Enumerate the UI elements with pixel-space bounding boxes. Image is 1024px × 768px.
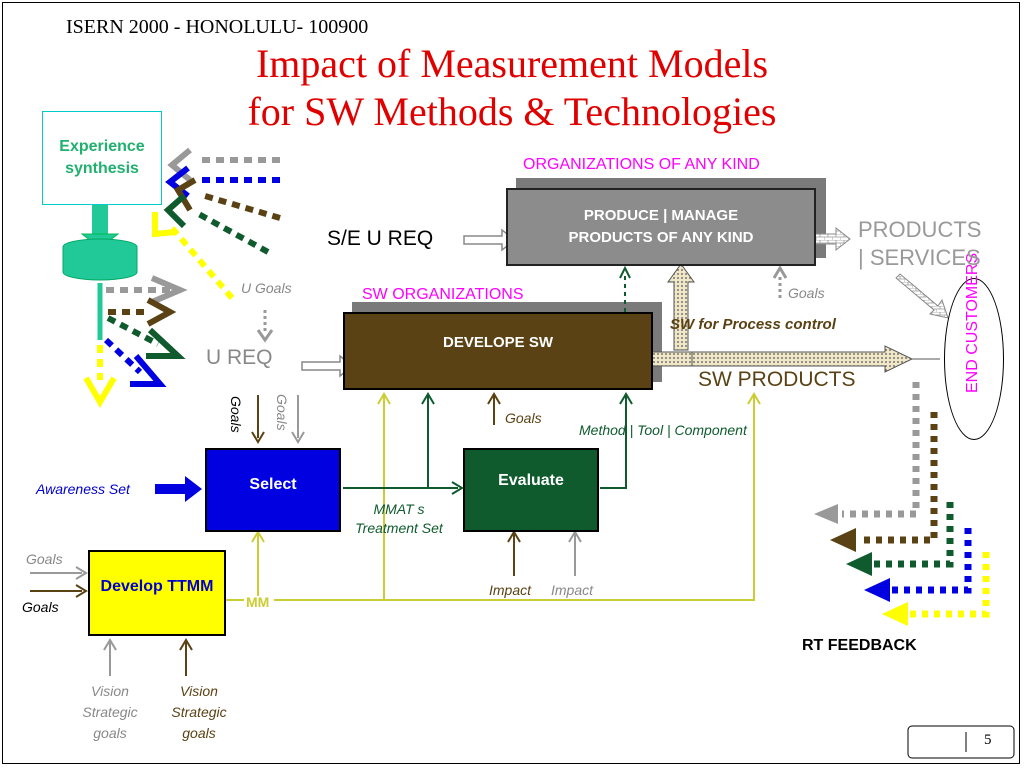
sw-process-control-label: SW for Process control bbox=[670, 316, 836, 333]
org-any-kind-label: ORGANIZATIONS OF ANY KIND bbox=[523, 156, 760, 173]
vision-gray-line-3: goals bbox=[93, 725, 127, 741]
rt-feedback-label: RT FEEDBACK bbox=[802, 637, 917, 654]
mmat-line-2: Treatment Set bbox=[355, 520, 443, 536]
develop-ttmm-box: Develop TTMM bbox=[88, 550, 226, 636]
select-box: Select bbox=[205, 448, 341, 532]
sw-organizations-label: SW ORGANIZATIONS bbox=[362, 286, 524, 303]
goals-gray-vertical: Goals bbox=[274, 394, 290, 431]
mmat-line-1: MMAT s bbox=[373, 501, 425, 517]
awareness-set-label: Awareness Set bbox=[36, 481, 130, 497]
slide-title: Impact of Measurement Models for SW Meth… bbox=[0, 40, 1024, 136]
title-line-1: Impact of Measurement Models bbox=[255, 41, 769, 86]
vision-gray-line-2: Strategic bbox=[82, 704, 138, 720]
experience-synthesis-box: Experience synthesis bbox=[42, 111, 162, 205]
slide-header: ISERN 2000 - HONOLULU- 100900 bbox=[66, 16, 369, 38]
goals-left-black-label: Goals bbox=[22, 599, 59, 615]
produce-line-2: PRODUCTS OF ANY KIND bbox=[568, 229, 754, 246]
develope-sw-box: DEVELOPE SW bbox=[343, 312, 653, 390]
goals-brown-vertical: Goals bbox=[228, 396, 244, 433]
se-ureq-label: S/E U REQ bbox=[327, 227, 434, 250]
experience-db bbox=[62, 247, 138, 281]
goals-left-gray-label: Goals bbox=[26, 551, 63, 567]
page-number-frame bbox=[907, 725, 1015, 759]
vision-brown-line-1: Vision bbox=[180, 683, 218, 699]
produce-manage-box: PRODUCE | MANAGE PRODUCTS OF ANY KIND bbox=[506, 188, 816, 266]
goals-right-label: Goals bbox=[788, 285, 825, 301]
evaluate-box: Evaluate bbox=[463, 448, 599, 532]
vision-brown-line-2: Strategic bbox=[171, 704, 227, 720]
products-services-label: PRODUCTS | SERVICES bbox=[858, 216, 981, 272]
impact-brown-label: Impact bbox=[489, 582, 532, 598]
page-number: 5 bbox=[984, 732, 992, 748]
vision-brown-line-3: goals bbox=[182, 725, 216, 741]
vision-brown-label: Vision Strategic goals bbox=[161, 681, 237, 744]
vision-gray-label: Vision Strategic goals bbox=[72, 681, 148, 744]
experience-down-arrow bbox=[92, 205, 108, 237]
sw-products-label: SW PRODUCTS bbox=[698, 368, 856, 391]
goals-mid-label: Goals bbox=[505, 410, 542, 426]
u-goals-label: U Goals bbox=[241, 280, 292, 296]
produce-line-1: PRODUCE | MANAGE bbox=[583, 207, 739, 224]
title-line-2: for SW Methods & Technologies bbox=[247, 89, 777, 134]
end-customers-label: END CUSTOMERS bbox=[964, 252, 981, 393]
products-line-2: | SERVICES bbox=[858, 245, 981, 270]
vision-gray-line-1: Vision bbox=[91, 683, 129, 699]
products-line-1: PRODUCTS bbox=[858, 217, 982, 242]
mmat-treatment-label: MMAT s Treatment Set bbox=[346, 500, 452, 538]
u-req-label: U REQ bbox=[206, 346, 273, 369]
method-tool-label: Method | Tool | Component bbox=[579, 422, 747, 438]
end-customers-ellipse bbox=[944, 278, 1004, 440]
impact-gray-label: Impact bbox=[551, 582, 594, 598]
mm-label: MM bbox=[246, 594, 270, 610]
